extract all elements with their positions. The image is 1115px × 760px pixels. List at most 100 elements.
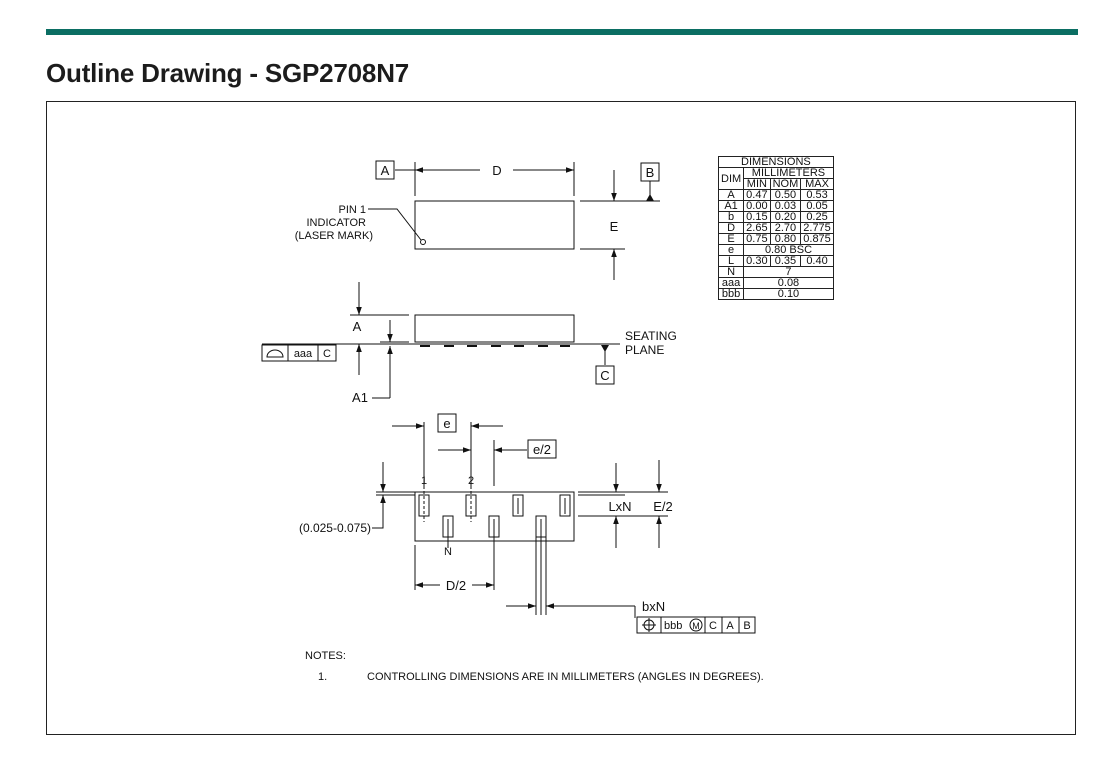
note-1-number: 1. [318, 671, 327, 683]
row-min: 0.47 [743, 189, 771, 201]
position-tolerance-frame: bbb M C A B [636, 616, 756, 634]
row-min: 0.15 [743, 211, 771, 223]
row-max: 0.25 [800, 211, 834, 223]
top-view-body [414, 200, 575, 250]
row-value: 0.08 [743, 277, 834, 289]
row-min: 0.30 [743, 255, 771, 267]
table-title: DIMENSIONS [718, 156, 834, 168]
unit-header: MILLIMETERS [743, 167, 834, 179]
row-max: 0.875 [800, 233, 834, 245]
datum-b-box [640, 162, 660, 182]
half-pitch-box [527, 439, 557, 459]
table-row: bbb 0.10 [717, 288, 834, 300]
dim-half-pitch-label: e/2 [533, 442, 551, 457]
row-nom: 0.35 [769, 255, 802, 267]
table-row: N 7 [717, 266, 834, 278]
row-max: 2.775 [800, 222, 834, 234]
flatness-tolerance-ref: aaa [294, 348, 313, 360]
pin-1-label: 1 [421, 475, 427, 487]
pin-2-label: 2 [468, 475, 474, 487]
note-1-text: CONTROLLING DIMENSIONS ARE IN MILLIMETER… [367, 671, 764, 683]
dim-a1-label: A1 [352, 390, 368, 405]
seating-plane-label-line2: PLANE [625, 343, 664, 357]
row-nom: 0.03 [769, 200, 802, 212]
datum-c-box [595, 365, 615, 385]
table-row: b 0.15 0.20 0.25 [717, 211, 834, 223]
row-max: 0.05 [800, 200, 834, 212]
mmc-modifier-circle [689, 618, 703, 632]
header-accent-bar [46, 29, 1078, 35]
row-min: 0.00 [743, 200, 771, 212]
datum-b-label: B [646, 165, 655, 180]
datum-c-label: C [600, 368, 609, 383]
row-dim: E [717, 233, 745, 245]
flatness-tolerance-frame: aaa C [261, 344, 337, 362]
col-nom-header: NOM [769, 178, 802, 190]
row-dim: N [717, 266, 745, 278]
row-dim: bbb [717, 288, 745, 300]
pitch-box [437, 413, 457, 433]
table-row: e 0.80 BSC [717, 244, 834, 256]
row-min: 0.75 [743, 233, 771, 245]
tol-datum-a: A [726, 620, 734, 632]
side-view [262, 282, 620, 399]
dim-d-label: D [492, 163, 501, 178]
pin1-label-line2: INDICATOR [307, 217, 367, 229]
seating-plane-label-line1: SEATING [625, 329, 677, 343]
mmc-modifier-label: M [692, 621, 700, 631]
row-max: 0.53 [800, 189, 834, 201]
tol-datum-c: C [709, 620, 717, 632]
flatness-datum: C [323, 348, 331, 360]
dim-pitch-label: e [443, 416, 450, 431]
datum-a-label: A [381, 163, 390, 178]
row-value: 7 [743, 266, 834, 278]
col-max-header: MAX [800, 178, 834, 190]
range-label: (0.025-0.075) [299, 521, 371, 535]
position-symbol-icon [642, 618, 656, 632]
drawing-frame [46, 101, 1076, 735]
dim-d2-label: D/2 [446, 578, 466, 593]
row-max: 0.40 [800, 255, 834, 267]
row-dim: L [717, 255, 745, 267]
pad [512, 494, 524, 517]
col-min-header: MIN [743, 178, 771, 190]
dim-a-label: A [353, 319, 362, 334]
top-view [368, 162, 660, 280]
pin1-indicator-dot [420, 239, 426, 245]
row-value: 0.80 BSC [743, 244, 834, 256]
table-row: E 0.75 0.80 0.875 [717, 233, 834, 245]
row-dim: e [717, 244, 745, 256]
row-nom: 0.20 [769, 211, 802, 223]
row-dim: A [717, 189, 745, 201]
pin1-label-line1: PIN 1 [338, 204, 366, 216]
table-row: A 0.47 0.50 0.53 [717, 189, 834, 201]
table-row: A1 0.00 0.03 0.05 [717, 200, 834, 212]
row-dim: aaa [717, 277, 745, 289]
pad [559, 494, 571, 517]
dim-bxn-label: bxN [642, 599, 665, 614]
row-min: 2.65 [743, 222, 771, 234]
datum-a-box [375, 160, 395, 180]
pin1-label-line3: (LASER MARK) [295, 230, 373, 242]
dim-header: DIM [717, 167, 745, 190]
page-title: Outline Drawing - SGP2708N7 [46, 58, 410, 88]
table-row: aaa 0.08 [717, 277, 834, 289]
row-nom: 0.50 [769, 189, 802, 201]
tol-datum-b: B [743, 620, 750, 632]
dim-e-label: E [610, 219, 619, 234]
row-dim: D [717, 222, 745, 234]
bottom-view [372, 422, 668, 618]
row-nom: 2.70 [769, 222, 802, 234]
row-dim: A1 [717, 200, 745, 212]
side-view-body [414, 314, 575, 343]
flatness-symbol-icon [266, 349, 284, 358]
row-dim: b [717, 211, 745, 223]
dimensions-table: DIMENSIONS DIM MILLIMETERS MIN NOM MAX A… [717, 156, 834, 300]
dim-lxn-label: LxN [608, 499, 631, 514]
table-row: D 2.65 2.70 2.775 [717, 222, 834, 234]
row-value: 0.10 [743, 288, 834, 300]
position-tolerance-ref: bbb [664, 620, 682, 632]
dim-e2-label: E/2 [653, 499, 673, 514]
pin-n-label: N [444, 546, 452, 558]
